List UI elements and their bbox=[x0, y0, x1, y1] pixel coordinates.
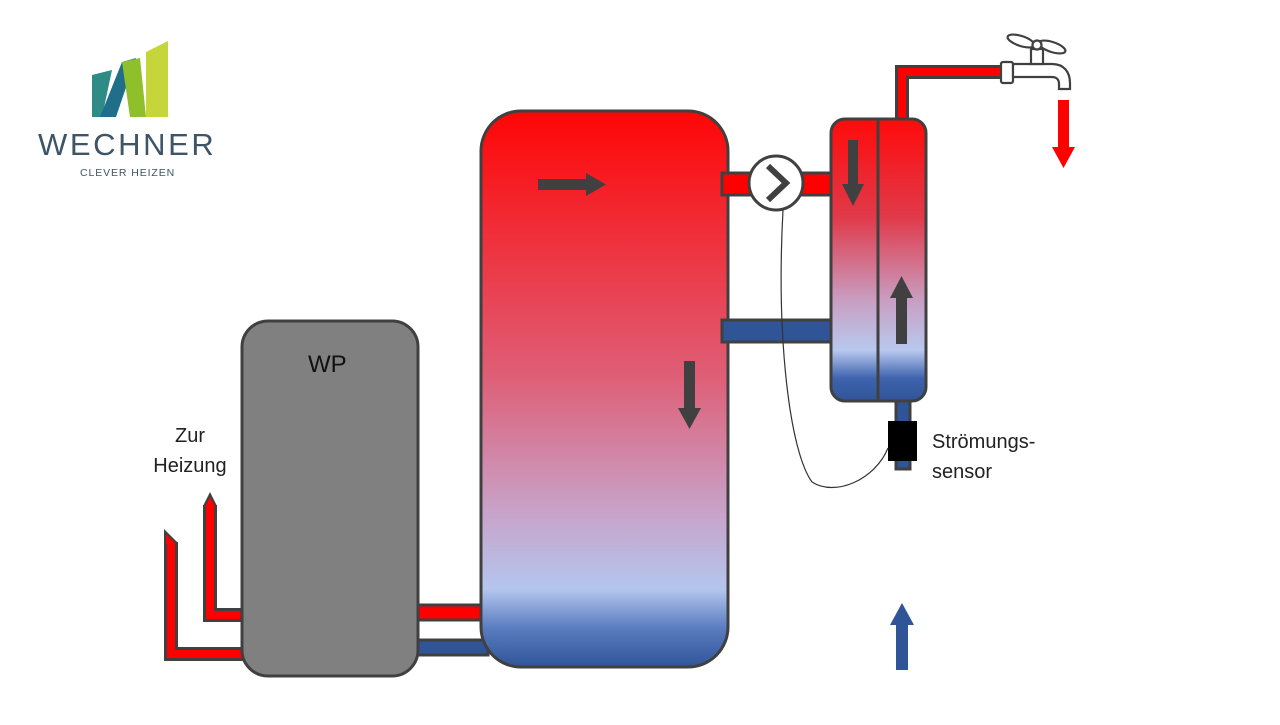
cold-water-in-arrow-icon bbox=[890, 603, 914, 670]
heating-pipes bbox=[164, 492, 250, 661]
logo-name: WECHNER bbox=[38, 127, 217, 162]
flow-arrow-icon bbox=[678, 361, 701, 429]
heat-pump-box bbox=[240, 319, 420, 678]
flow-arrow-icon bbox=[842, 140, 864, 206]
flow-arrow-icon bbox=[538, 173, 606, 196]
logo-tagline: CLEVER HEIZEN bbox=[80, 167, 176, 179]
wechner-logo-icon bbox=[92, 41, 168, 117]
water-tap-icon bbox=[999, 33, 1072, 91]
flow-sensor-label: Strömungs- sensor bbox=[932, 427, 1035, 487]
storage-tank bbox=[479, 109, 730, 669]
return-pipe bbox=[720, 318, 834, 344]
flow-sensor-label-line2: sensor bbox=[932, 461, 993, 483]
hot-water-out-arrow-icon bbox=[1052, 100, 1075, 168]
flow-sensor bbox=[888, 421, 917, 461]
heating-label-line1: Zur bbox=[175, 425, 205, 447]
connection-pipes bbox=[410, 603, 490, 657]
flow-sensor-label-line1: Strömungs- bbox=[932, 431, 1036, 453]
heat-pump-label: WP bbox=[308, 351, 347, 378]
heating-label-line2: Heizung bbox=[153, 455, 227, 477]
pump-icon bbox=[747, 154, 805, 212]
sensor-cable bbox=[780, 209, 889, 489]
heating-label: Zur Heizung bbox=[140, 421, 240, 481]
hot-water-pipe bbox=[895, 65, 1006, 126]
flow-arrow-icon bbox=[890, 276, 913, 344]
